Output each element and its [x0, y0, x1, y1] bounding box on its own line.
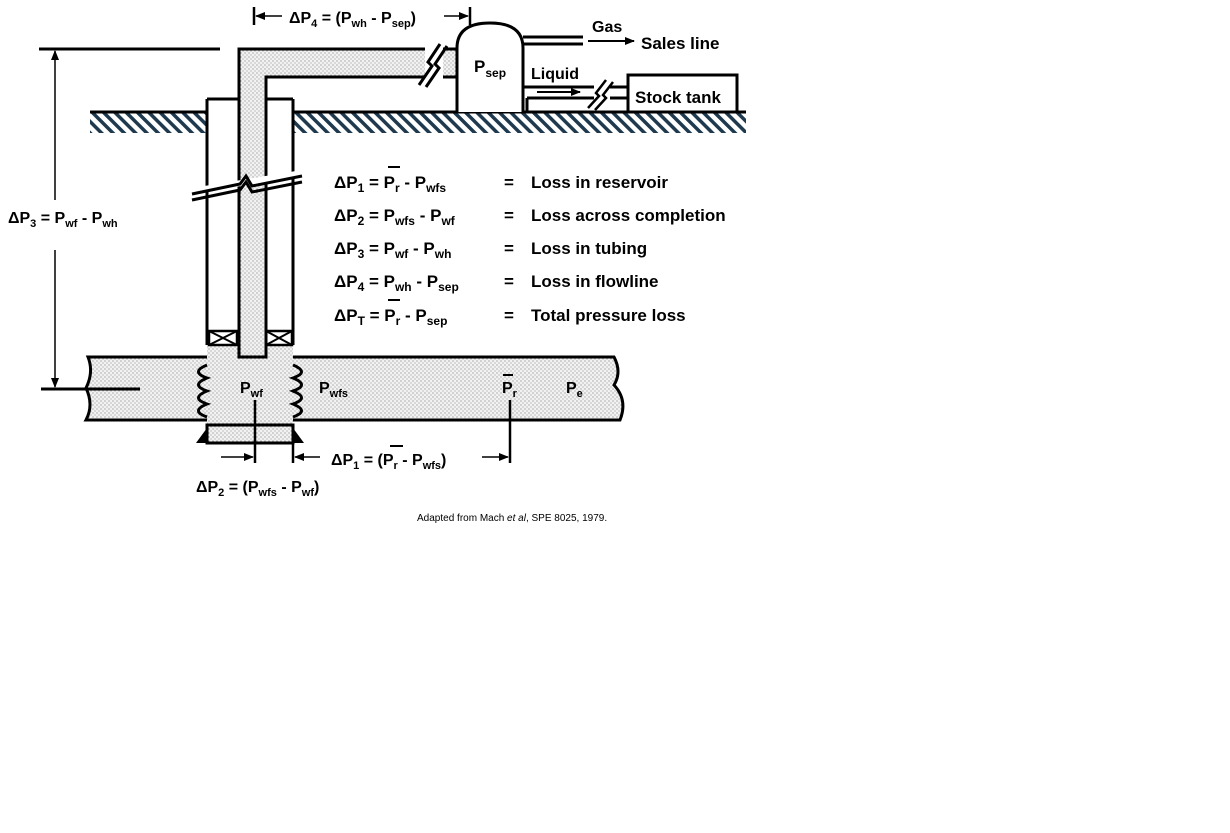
legend: ΔP1 = Pr - Pwfs = Loss in reservoir ΔP2 … [334, 166, 726, 328]
legend-description: Loss in flowline [531, 272, 659, 291]
sales-line-label: Sales line [641, 34, 719, 53]
well-shoe-left [196, 428, 207, 443]
legend-equals: = [504, 239, 514, 258]
legend-row-dpt: ΔPT = Pr - Psep = Total pressure loss [334, 299, 686, 328]
legend-row-dp4: ΔP4 = Pwh - Psep = Loss in flowline [334, 272, 659, 294]
pe-label: Pe [566, 380, 583, 400]
gas-label: Gas [592, 19, 622, 36]
separator-vessel [455, 21, 525, 112]
pr-label: Pr [502, 380, 518, 400]
legend-row-dp1: ΔP1 = Pr - Pwfs = Loss in reservoir [334, 166, 668, 195]
dp1-bottom-label: ΔP1 = (Pr - Pwfs) [331, 452, 446, 472]
packer-left [207, 329, 239, 347]
flowline-break [417, 43, 449, 88]
legend-row-dp3: ΔP3 = Pwf - Pwh = Loss in tubing [334, 239, 647, 261]
pwf-label: Pwf [240, 380, 263, 400]
legend-equals: = [504, 206, 514, 225]
ground-surface [90, 112, 746, 133]
stock-tank [626, 73, 739, 114]
liquid-label: Liquid [531, 66, 579, 83]
dp3-label-bg [6, 204, 138, 232]
packer-right [264, 329, 294, 347]
pwfs-label: Pwfs [319, 380, 348, 400]
legend-formula: ΔPT = Pr - Psep [334, 306, 447, 328]
legend-formula: ΔP2 = Pwfs - Pwf [334, 206, 456, 228]
legend-formula: ΔP3 = Pwf - Pwh [334, 239, 451, 261]
legend-equals: = [504, 306, 514, 325]
legend-description: Loss in reservoir [531, 173, 668, 192]
dp2-bottom-label: ΔP2 = (Pwfs - Pwf) [196, 479, 319, 499]
legend-description: Loss across completion [531, 206, 726, 225]
source-caption: Adapted from Mach et al, SPE 8025, 1979. [417, 513, 607, 524]
well-shoe-right [293, 428, 304, 443]
legend-description: Loss in tubing [531, 239, 647, 258]
legend-formula: ΔP1 = Pr - Pwfs [334, 173, 446, 195]
perforations-right [288, 363, 303, 419]
liquid-line-break [587, 79, 614, 111]
legend-equals: = [504, 272, 514, 291]
tubing-break [191, 170, 303, 202]
legend-equals: = [504, 173, 514, 192]
dp3-left-label: ΔP3 = Pwf - Pwh [8, 210, 118, 230]
legend-formula: ΔP4 = Pwh - Psep [334, 272, 459, 294]
separator-pressure-label: Psep [474, 57, 506, 80]
perforations-left [197, 363, 212, 419]
legend-row-dp2: ΔP2 = Pwfs - Pwf = Loss across completio… [334, 206, 726, 228]
dp4-top-label: ΔP4 = (Pwh - Psep) [289, 10, 416, 30]
legend-description: Total pressure loss [531, 306, 686, 325]
stock-tank-label: Stock tank [635, 88, 722, 107]
wellbore-bottom [205, 423, 295, 445]
reservoir [83, 355, 625, 422]
